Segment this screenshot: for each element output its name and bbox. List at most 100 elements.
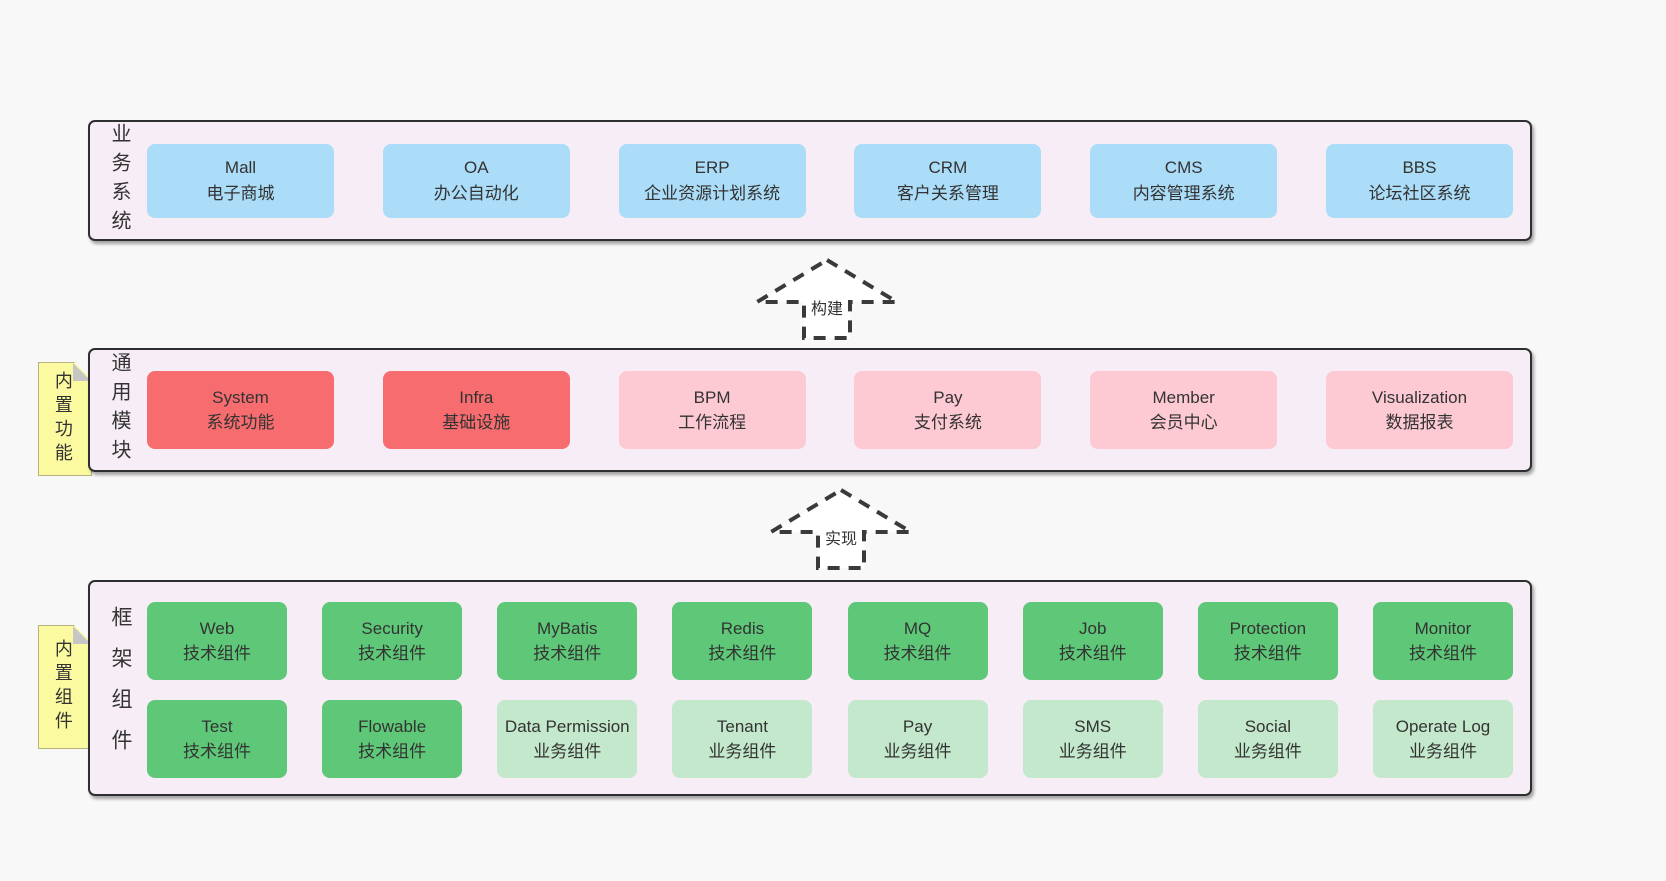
layer-framework-components: 框架组件 Web 技术组件 Security 技术组件 MyBatis 技术组件… bbox=[88, 580, 1532, 796]
box-cms: CMS 内容管理系统 bbox=[1090, 143, 1278, 218]
box-infra: Infra 基础设施 bbox=[382, 371, 570, 449]
box-title: Pay bbox=[933, 387, 963, 407]
box-data-permission: Data Permission 业务组件 bbox=[497, 700, 638, 778]
modules-boxes-row: System 系统功能 Infra 基础设施 BPM 工作流程 Pay 支付系统… bbox=[147, 371, 1513, 449]
box-title: Job bbox=[1078, 618, 1107, 638]
box-erp: ERP 企业资源计划系统 bbox=[618, 143, 806, 218]
box-oa: OA 办公自动化 bbox=[382, 143, 570, 218]
layer-label-components: 框架组件 bbox=[109, 606, 132, 770]
box-title: Operate Log bbox=[1395, 716, 1491, 736]
box-web: Web 技术组件 bbox=[147, 602, 287, 680]
box-subtitle: 业务组件 bbox=[883, 742, 952, 761]
box-subtitle: 论坛社区系统 bbox=[1368, 183, 1471, 203]
box-subtitle: 数据报表 bbox=[1385, 413, 1454, 432]
box-operate-log: Operate Log 业务组件 bbox=[1372, 700, 1513, 778]
box-subtitle: 办公自动化 bbox=[433, 183, 519, 203]
box-subtitle: 内容管理系统 bbox=[1132, 183, 1235, 203]
box-title: MQ bbox=[903, 618, 932, 638]
box-subtitle: 系统功能 bbox=[206, 413, 275, 432]
box-title: SMS bbox=[1074, 716, 1112, 736]
box-subtitle: 技术组件 bbox=[708, 644, 777, 663]
components-row-2: Test 技术组件 Flowable 技术组件 Data Permission … bbox=[147, 700, 1513, 778]
box-title: BBS bbox=[1402, 158, 1437, 177]
sticky-note-builtin-features: 内置功能 bbox=[38, 362, 92, 476]
implement-arrow-label: 实现 bbox=[821, 525, 861, 549]
box-subtitle: 技术组件 bbox=[1408, 644, 1477, 663]
box-subtitle: 技术组件 bbox=[358, 742, 427, 761]
box-title: Security bbox=[361, 618, 423, 638]
build-arrow: 构建 bbox=[752, 257, 902, 341]
box-subtitle: 业务组件 bbox=[1233, 742, 1302, 761]
box-title: Redis bbox=[720, 618, 765, 638]
box-title: BPM bbox=[693, 387, 731, 407]
box-subtitle: 业务组件 bbox=[1408, 742, 1477, 761]
box-monitor: Monitor 技术组件 bbox=[1372, 602, 1513, 680]
box-mq: MQ 技术组件 bbox=[847, 602, 988, 680]
box-social: Social 业务组件 bbox=[1197, 700, 1338, 778]
box-redis: Redis 技术组件 bbox=[672, 602, 813, 680]
box-mybatis: MyBatis 技术组件 bbox=[497, 602, 638, 680]
box-title: Social bbox=[1244, 716, 1291, 736]
box-title: ERP bbox=[694, 158, 730, 177]
box-mall: Mall 电子商城 bbox=[147, 143, 334, 218]
box-title: CMS bbox=[1164, 158, 1203, 177]
box-member: Member 会员中心 bbox=[1090, 371, 1278, 449]
box-job: Job 技术组件 bbox=[1022, 602, 1163, 680]
box-bbs: BBS 论坛社区系统 bbox=[1325, 143, 1513, 218]
box-title: Flowable bbox=[358, 716, 427, 736]
box-pay-component: Pay 业务组件 bbox=[847, 700, 988, 778]
box-subtitle: 技术组件 bbox=[1233, 644, 1302, 663]
box-title: Member bbox=[1152, 387, 1215, 407]
box-subtitle: 客户关系管理 bbox=[896, 183, 999, 203]
box-subtitle: 业务组件 bbox=[533, 742, 602, 761]
box-subtitle: 工作流程 bbox=[678, 413, 747, 432]
box-subtitle: 技术组件 bbox=[183, 644, 251, 663]
box-title: Data Permission bbox=[504, 716, 630, 736]
box-title: Pay bbox=[902, 716, 933, 736]
box-title: Infra bbox=[459, 387, 494, 407]
box-visualization: Visualization 数据报表 bbox=[1325, 371, 1513, 449]
sticky-label: 内置组件 bbox=[52, 639, 73, 735]
box-security: Security 技术组件 bbox=[322, 602, 463, 680]
components-row-1: Web 技术组件 Security 技术组件 MyBatis 技术组件 Redi… bbox=[147, 602, 1513, 680]
box-title: Web bbox=[199, 618, 235, 638]
layer-common-modules: 通用模块 System 系统功能 Infra 基础设施 BPM 工作流程 Pay… bbox=[88, 348, 1532, 472]
box-subtitle: 技术组件 bbox=[533, 644, 602, 663]
business-boxes-row: Mall 电子商城 OA 办公自动化 ERP 企业资源计划系统 CRM 客户关系… bbox=[147, 143, 1513, 218]
box-subtitle: 电子商城 bbox=[206, 183, 275, 203]
box-title: System bbox=[212, 387, 269, 407]
box-title: CRM bbox=[928, 158, 968, 177]
box-subtitle: 支付系统 bbox=[913, 413, 982, 432]
box-test: Test 技术组件 bbox=[147, 700, 287, 778]
folded-corner-icon bbox=[73, 626, 91, 644]
box-subtitle: 业务组件 bbox=[1058, 742, 1127, 761]
box-subtitle: 基础设施 bbox=[442, 413, 511, 432]
folded-corner-icon bbox=[73, 363, 91, 381]
box-title: OA bbox=[464, 158, 489, 177]
layer-business-systems: 业务系统 Mall 电子商城 OA 办公自动化 ERP 企业资源计划系统 CRM… bbox=[88, 120, 1532, 241]
box-system: System 系统功能 bbox=[147, 371, 334, 449]
box-subtitle: 技术组件 bbox=[183, 742, 251, 761]
box-title: Mall bbox=[224, 158, 257, 177]
box-title: Monitor bbox=[1414, 618, 1472, 638]
layer-label-modules: 通用模块 bbox=[108, 352, 130, 468]
box-title: Test bbox=[201, 716, 233, 736]
layer-label-business: 业务系统 bbox=[108, 122, 130, 239]
box-subtitle: 技术组件 bbox=[883, 644, 952, 663]
box-tenant: Tenant 业务组件 bbox=[672, 700, 813, 778]
box-subtitle: 技术组件 bbox=[1058, 644, 1127, 663]
box-bpm: BPM 工作流程 bbox=[618, 371, 806, 449]
box-pay-module: Pay 支付系统 bbox=[854, 371, 1042, 449]
box-subtitle: 技术组件 bbox=[358, 644, 427, 663]
box-title: Visualization bbox=[1371, 387, 1468, 407]
build-arrow-label: 构建 bbox=[807, 295, 847, 319]
implement-arrow: 实现 bbox=[766, 487, 916, 571]
box-sms: SMS 业务组件 bbox=[1022, 700, 1163, 778]
box-title: Protection bbox=[1229, 618, 1307, 638]
box-subtitle: 业务组件 bbox=[708, 742, 777, 761]
box-flowable: Flowable 技术组件 bbox=[322, 700, 463, 778]
box-subtitle: 企业资源计划系统 bbox=[644, 183, 781, 203]
box-crm: CRM 客户关系管理 bbox=[854, 143, 1042, 218]
box-subtitle: 会员中心 bbox=[1149, 413, 1218, 432]
box-title: MyBatis bbox=[537, 618, 598, 638]
